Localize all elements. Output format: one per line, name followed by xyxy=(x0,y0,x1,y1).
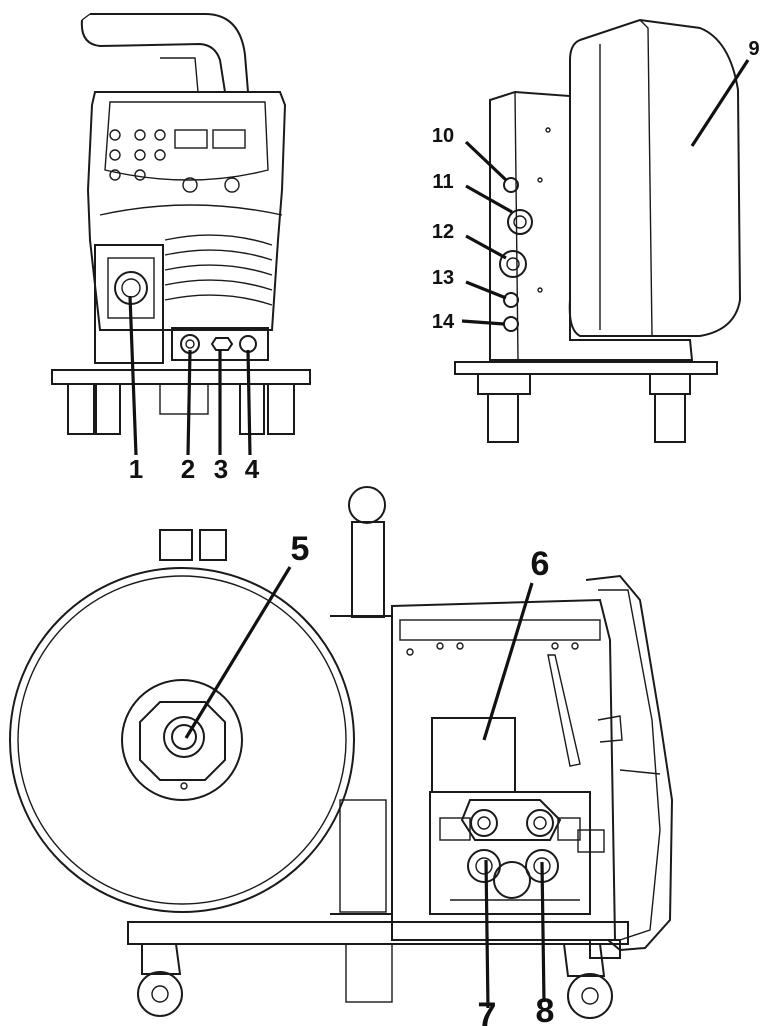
front-view xyxy=(51,13,311,456)
callout-5: 5 xyxy=(291,530,310,568)
callout-6: 6 xyxy=(531,545,550,583)
callout-12: 12 xyxy=(432,221,454,243)
callout-8: 8 xyxy=(536,992,555,1026)
callout-13: 13 xyxy=(432,267,454,289)
callout-3: 3 xyxy=(214,454,228,484)
callout-4: 4 xyxy=(245,454,260,484)
callout-10: 10 xyxy=(432,125,454,147)
callout-7: 7 xyxy=(478,996,497,1026)
callout-9: 9 xyxy=(748,38,759,60)
callout-14: 14 xyxy=(432,311,455,333)
callout-labels: 1 2 3 4 5 6 7 8 9 10 11 12 13 14 xyxy=(129,38,760,1026)
control-panel xyxy=(109,129,246,193)
callout-2: 2 xyxy=(181,454,195,484)
side-view xyxy=(454,18,750,443)
callout-1: 1 xyxy=(129,454,143,484)
front-grille xyxy=(99,204,283,306)
wire-feeder-view xyxy=(9,486,674,1019)
callout-11: 11 xyxy=(432,171,453,193)
